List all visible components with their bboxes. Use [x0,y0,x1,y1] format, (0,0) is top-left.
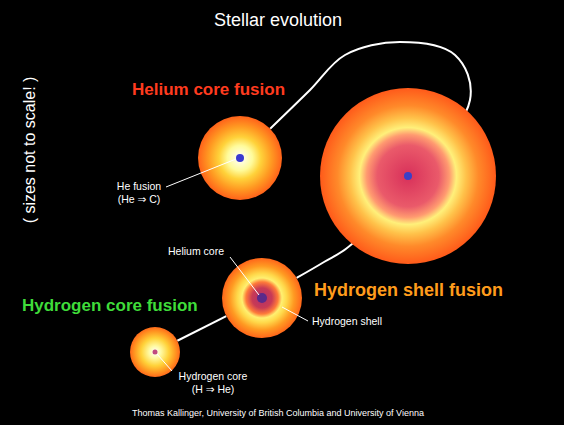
evolution-track [177,316,226,341]
star-graphic [222,258,302,338]
star-disc [130,327,180,377]
star-node: Helium core fusionHe fusion (He ⇒ C) [198,116,282,200]
leader-line [230,257,259,295]
leader-line [282,307,308,321]
part-label: Helium core [168,245,224,258]
leader-line [157,354,172,371]
star-disc [222,258,302,338]
star-graphic [130,327,180,377]
phase-heading: Hydrogen shell fusion [314,280,503,302]
leader-line [166,159,236,187]
phase-heading: Hydrogen core fusion [22,296,198,316]
giant-core-dot [404,172,412,180]
core-dot [153,350,158,355]
part-label: Hydrogen shell [312,315,382,328]
star-disc [198,116,282,200]
part-label: He fusion (He ⇒ C) [108,180,170,205]
side-note: ( sizes not to scale! ) [20,77,39,224]
core-dot [236,154,244,162]
red-giant-star [320,88,496,264]
phase-heading: Helium core fusion [132,80,285,100]
star-graphic [198,116,282,200]
star-node: Hydrogen shell fusionHelium coreHydrogen… [222,258,302,338]
credit-line: Thomas Kallinger, University of British … [0,408,560,419]
star-node: Hydrogen core fusionHydrogen core (H ⇒ H… [130,327,180,377]
part-label: Hydrogen core (H ⇒ He) [172,370,254,395]
diagram-title: Stellar evolution [0,10,560,32]
